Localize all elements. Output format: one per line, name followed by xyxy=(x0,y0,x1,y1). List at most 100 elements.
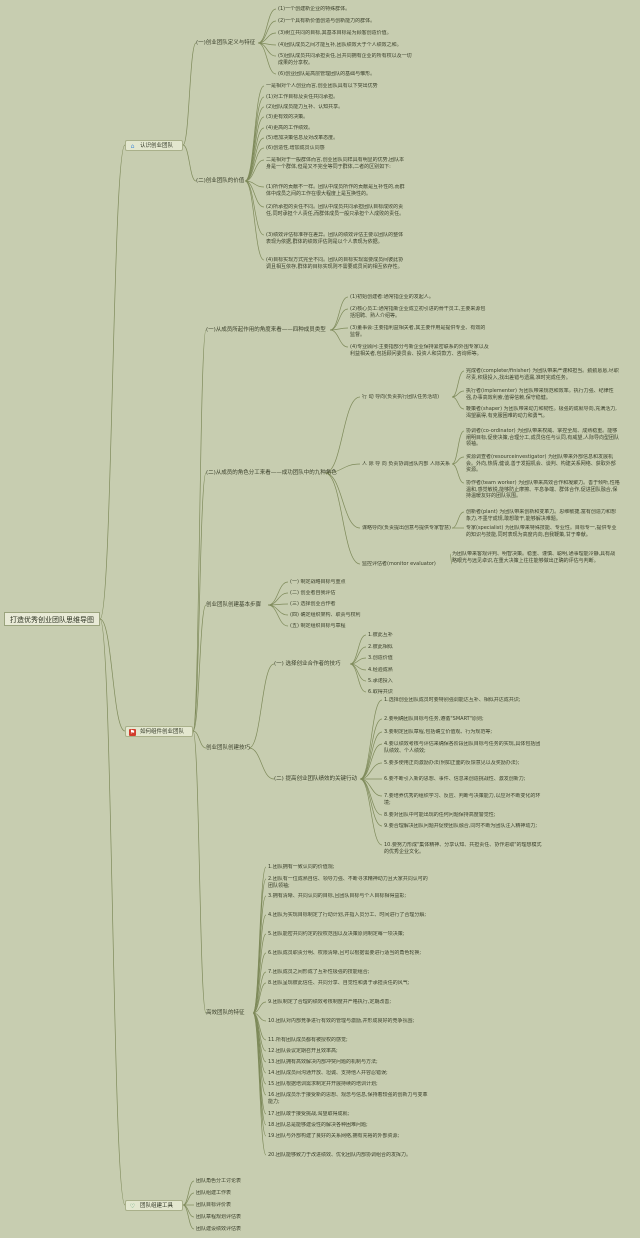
tool-item[interactable]: 团队组建工作表 xyxy=(196,1190,232,1196)
basic-step-item[interactable]: (一) 制定战略目标与重点 xyxy=(290,579,346,585)
value-item[interactable]: (1)对工作目标及责任共同承担。 xyxy=(266,94,339,100)
value-item[interactable]: (3)更有效的决策。 xyxy=(266,114,309,120)
partner-tip-item[interactable]: 4.经验成熟 xyxy=(368,667,393,673)
root-topic[interactable]: 打造优秀创业团队思维导图 xyxy=(4,612,100,626)
partner-tip-item[interactable]: 6.取得共识 xyxy=(368,689,393,695)
feature-item[interactable]: 17.团队敢于接受挑战,渴望取得成就; xyxy=(268,1111,350,1117)
role-group[interactable]: 行 动 导向(负责执行团队任务活动) xyxy=(362,394,440,400)
role-group[interactable]: 人 际 导 向 负责协调团队内部 人际关系 xyxy=(362,461,450,467)
tool-item[interactable]: 团队建设绩效评估表 xyxy=(196,1226,242,1232)
feature-item[interactable]: 15.团队根据培训需求制定并开展持续的培训计划; xyxy=(268,1081,378,1087)
feature-item[interactable]: 6.团队成员职责分明、权限清晰,且可以根据需要进行适当的角色轮换; xyxy=(268,950,422,956)
node-improve-performance[interactable]: (二) 提高创业团队绩效的关键行动 xyxy=(274,776,358,782)
main-topic-tools[interactable]: ♡ 团队组建工具 xyxy=(125,1200,183,1211)
role-item[interactable]: 资源调查者(resourceinvestigator) 为团队带来外部信息和发展… xyxy=(466,454,616,474)
definition-item[interactable]: (5)团队成员共同承担责任,且共同拥有企业的所有权以及一切成果的分享权。 xyxy=(278,53,412,66)
connector-line xyxy=(99,618,126,1206)
node-features[interactable]: 高效团队的特征 xyxy=(206,1010,245,1016)
member-type-item[interactable]: (4)专业顾问:主要指部分与新企业保持紧密联系的外围专家以及利益相关者,包括顾问… xyxy=(350,344,489,357)
tool-item[interactable]: 团队角色分工讨论表 xyxy=(196,1178,242,1184)
node-value[interactable]: (二)创业团队的价值 xyxy=(196,178,245,184)
main-topic-recognize[interactable]: ⌂ 认识创业团队 xyxy=(125,140,183,151)
performance-action-item[interactable]: 9.要合理解决团队问题并促使团队融合,同时不断为团队注入精神动力; xyxy=(384,823,538,829)
feature-item[interactable]: 1.团队拥有一致认同的价值观; xyxy=(268,864,335,870)
value-item[interactable]: (2)团队成员能力互补、认知共享。 xyxy=(266,104,344,110)
member-type-item[interactable]: (3)董事会:主要指利益相关者,其主要作用是提供专业、有效的监督。 xyxy=(350,325,486,338)
role-item[interactable]: 专家(specialist) 为团队带来特殊技能、专业性。目标专一,提供专业的知… xyxy=(466,525,617,538)
connector-line xyxy=(252,1012,267,1156)
feature-item[interactable]: 10.团队对内部竞争进行有效的管理与激励,并形成良好的竞争氛围; xyxy=(268,1018,415,1024)
connector-line xyxy=(324,463,361,474)
node-choose-partner[interactable]: (一) 选择创业合作者的技巧 xyxy=(274,661,341,667)
connector-line xyxy=(182,144,197,182)
role-group[interactable]: 谋略导向(负责提出创意与提供专家智慧) xyxy=(362,525,451,531)
connector-line xyxy=(182,1180,195,1206)
feature-item[interactable]: 11.所有团队成员都有被授权的感觉; xyxy=(268,1037,348,1043)
performance-action-item[interactable]: 2.要明确团队目标与任务,遵循"SMART"原则; xyxy=(384,716,484,722)
performance-action-item[interactable]: 7.要培养优秀的组织学习、反应、判断与决策能力,以应对不断变化的环境; xyxy=(384,793,541,806)
basic-step-item[interactable]: (五) 制定组织目标与章程 xyxy=(290,623,346,629)
definition-item[interactable]: (4)团队成员之间才能互补,团队绩效大于个人绩效之和。 xyxy=(278,42,402,48)
value-item[interactable]: 二是相对于一般群体而言,创业团队同样具有明显的优势,团队本身是一个群体,但是又不… xyxy=(266,157,405,170)
feature-item[interactable]: 13.团队拥有高效解决内部冲突问题的机制与方法; xyxy=(268,1059,378,1065)
partner-tip-item[interactable]: 5.承诺投入 xyxy=(368,678,393,684)
role-group[interactable]: 监控评估者(monitor evaluator) xyxy=(362,561,436,567)
feature-item[interactable]: 3.拥有清晰、共同认同的目标,且团队目标与个人目标相得益彰; xyxy=(268,893,407,899)
basic-step-item[interactable]: (三) 选择创业合作者 xyxy=(290,601,336,607)
partner-tip-item[interactable]: 3.创造价值 xyxy=(368,655,393,661)
definition-item[interactable]: (3)树立共同的目标,其基本目标是为顾客创造价值。 xyxy=(278,30,392,36)
role-item[interactable]: 协作者(team worker) 为团队带来高效合作和凝聚力。善于倾听,性格温和… xyxy=(466,480,620,500)
feature-item[interactable]: 5.团队能密共同约定的授权范围以及决策原则制定每一项决策; xyxy=(268,931,405,937)
performance-action-item[interactable]: 10.要努力形成"集体精神、分享认知、共担责任、协作进取"的理想模式的优秀企业文… xyxy=(384,842,542,855)
tool-item[interactable]: 团队目标评价表 xyxy=(196,1202,232,1208)
feature-item[interactable]: 7.团队成员之间形成了互补性极强的技能组合; xyxy=(268,969,370,975)
performance-action-item[interactable]: 4.要以绩效考核与评估来确保各阶段团队目标与任务的实现,具体包括团队绩效、个人绩… xyxy=(384,741,541,754)
definition-item[interactable]: (2)一个具有新价值创造与创新能力的群体。 xyxy=(278,18,376,24)
member-type-item[interactable]: (1)初始创建者:通常指企业的发起人。 xyxy=(350,294,434,300)
feature-item[interactable]: 20.团队能够致力于改进绩效、优化团队内部协调组合的发挥力。 xyxy=(268,1152,411,1158)
performance-action-item[interactable]: 6.要不断引入新的思想、事件、信息来创造挑战性、激发创新力; xyxy=(384,776,526,782)
performance-action-item[interactable]: 3.要制定团队章程,包括确立价值观、行为规范等; xyxy=(384,729,493,735)
role-item[interactable]: 创新者(plant) 为团队带来创新和变革力。思维敏捷,富有创造力和想象力,不墨… xyxy=(466,509,616,522)
value-item[interactable]: (6)创造性,增加成员认同感 xyxy=(266,145,325,151)
feature-item[interactable]: 19.团队与外部构建了良好的关系网络,拥有充裕的外部资源; xyxy=(268,1133,400,1139)
value-item[interactable]: 一是相对个人创业而言,创业团队具有以下突出优势 xyxy=(266,83,378,89)
value-item[interactable]: (2)所承担的责任不同。团队中成员共同承担团队目标成败的责任,同时承担个人责任,… xyxy=(266,204,405,217)
role-item[interactable]: 为团队带来客观评判、明智决策。稳重、谨慎、聪明,通事理能冷静,具有战略眼光与远见… xyxy=(452,551,616,564)
node-basic-steps[interactable]: 创业团队创建基本步骤 xyxy=(206,602,262,608)
value-item[interactable]: (4)目标实现方式完全不同。团队的目标实现需要成员间彼此协调且相互依存,群体的目… xyxy=(266,257,404,270)
tool-item[interactable]: 团队章程规划评估表 xyxy=(196,1214,242,1220)
feature-item[interactable]: 18.团队总是能够建设性的解决各种困难问题; xyxy=(268,1122,368,1128)
value-item[interactable]: (4)更高的工作绩效。 xyxy=(266,125,314,131)
basic-step-item[interactable]: (二) 创业者自我评估 xyxy=(290,590,336,596)
partner-tip-item[interactable]: 2.彼此相似 xyxy=(368,644,393,650)
basic-step-item[interactable]: (四) 确定组织架构、职责与权利 xyxy=(290,612,361,618)
node-skills[interactable]: 创业团队创建技巧 xyxy=(206,745,251,751)
value-item[interactable]: (3)绩效评估标准存在差异。团队的绩效评估主要以团队的整体表现为依据,群体的绩效… xyxy=(266,232,404,245)
feature-item[interactable]: 16.团队成员乐于接受新的思想、观念与信息,保持着较强的创新力与变革能力; xyxy=(268,1092,428,1105)
feature-item[interactable]: 12.团队会议定期召开且效率高; xyxy=(268,1048,338,1054)
value-item[interactable]: (5)增加决策信息及对改革态度。 xyxy=(266,135,339,141)
main-topic-build[interactable]: ⚑ 如何组件创业团队 xyxy=(125,726,193,737)
role-item[interactable]: 完成者(completer/finisher) 为团队带来严谨和担当。勤勤恳恳,… xyxy=(466,368,619,381)
role-item[interactable]: 协调者(co-ordinator) 为团队带来权威、掌控全局、成熟稳重。能够阐明… xyxy=(466,428,619,448)
feature-item[interactable]: 8.团队呈现彼此信任、共同分享、自觉性和勇于承担责任的风气; xyxy=(268,980,410,986)
role-item[interactable]: 执行者(implementer) 为团队带来规范和效率。执行力强、纪律性强,办事… xyxy=(466,388,614,401)
performance-action-item[interactable]: 8.要对团队中可能出现的任何问题保持高度警觉性; xyxy=(384,812,496,818)
connector-line xyxy=(244,137,265,182)
feature-item[interactable]: 14.团队成员间沟通开放、坦诚、支持他人并容忍错误; xyxy=(268,1070,388,1076)
feature-item[interactable]: 9.团队制定了合理的绩效考核制度并严格执行,定期改善; xyxy=(268,999,392,1005)
definition-item[interactable]: (1)一个创建新企业的特殊群体。 xyxy=(278,6,351,12)
node-member-types[interactable]: (一)从成员所起作用的角度来看——四种成员类型 xyxy=(206,327,326,333)
member-type-item[interactable]: (2)核心员工:通常指新企业成立初引进的骨干员工,主要来源包括招聘、熟人介绍等。 xyxy=(350,306,486,319)
performance-action-item[interactable]: 5.要多使用正向激励办法(例如正面的反馈意见以及奖励办法); xyxy=(384,760,520,766)
performance-action-item[interactable]: 1.选择创业团队成员时要特别强调能达互补、相似并达成共识; xyxy=(384,697,521,703)
definition-item[interactable]: (6)创业团队是高层管理团队的基础与雏形。 xyxy=(278,71,376,77)
feature-item[interactable]: 4.团队为实现目标制定了行动计划,并指入员分工、时间进行了合理分解; xyxy=(268,912,427,918)
role-item[interactable]: 鞭策者(shaper) 为团队带来动力和韧性。极强的成就导向,充满活力,渴望赢得… xyxy=(466,406,617,419)
value-item[interactable]: (1)所作的贡献不一样。团队中成员所作的贡献是互补性的,而群体中成员之间的工作在… xyxy=(266,184,405,197)
node-roles[interactable]: (二)从成员的角色分工来看——成功团队中的九种角色 xyxy=(206,470,337,476)
partner-tip-item[interactable]: 1.彼此互补 xyxy=(368,632,393,638)
feature-item[interactable]: 2.团队有一位成熟自信、领导力强、不断寻求精神动力且大家共同认可的团队领袖; xyxy=(268,876,428,889)
node-definition[interactable]: (一)创业团队定义与特征 xyxy=(196,40,256,46)
